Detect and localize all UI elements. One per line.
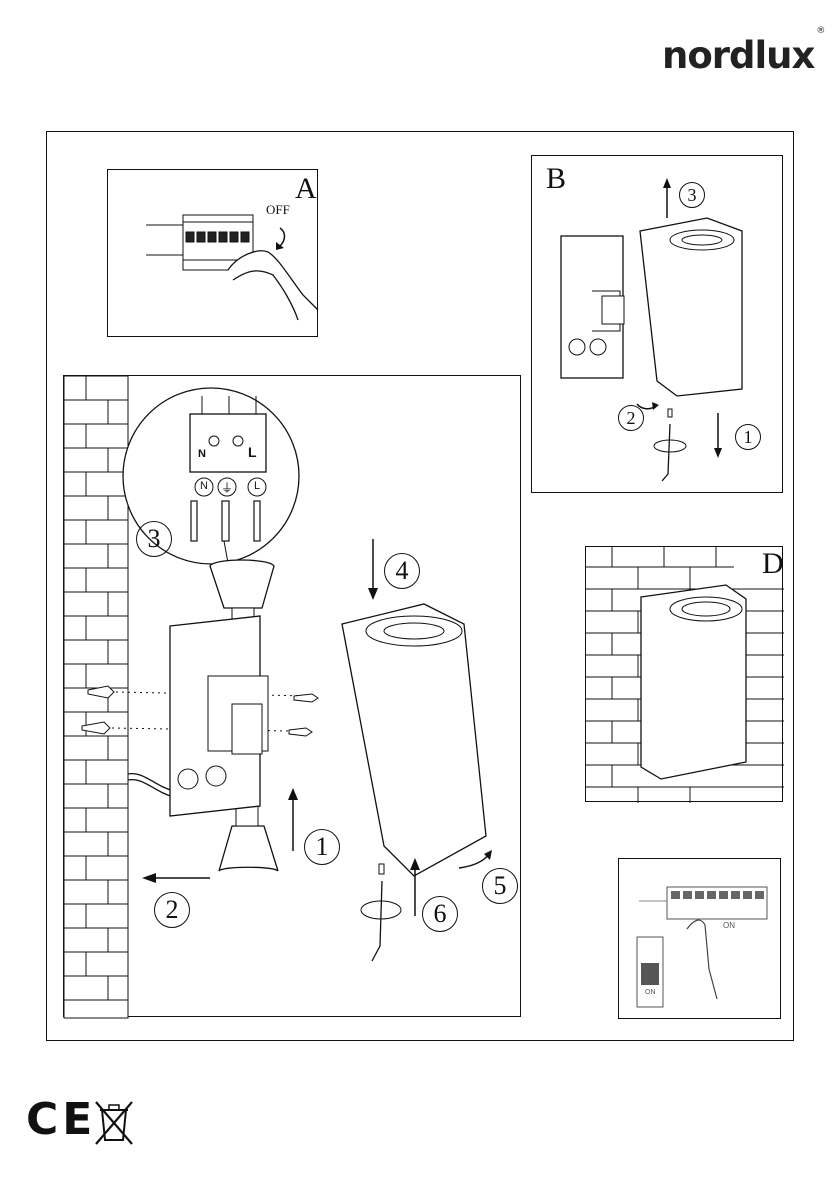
on-label: ON bbox=[723, 921, 735, 930]
symbol-earth: ⏚ bbox=[221, 479, 233, 496]
panel-a: A OFF bbox=[107, 169, 318, 337]
panel-e: ON ON bbox=[618, 858, 781, 1019]
panel-b-step-1: 1 bbox=[735, 424, 761, 450]
weee-bin-icon bbox=[94, 1100, 134, 1146]
terminal-l-label: L bbox=[248, 444, 257, 460]
brand-name: nordlux bbox=[662, 34, 814, 77]
panel-d-label: D bbox=[762, 547, 784, 581]
symbol-l: L bbox=[254, 480, 260, 492]
panel-c-step-3: 3 bbox=[136, 521, 172, 557]
panel-c-step-1: 1 bbox=[304, 829, 340, 865]
panel-c: N L N ⏚ L 3 4 1 5 2 6 bbox=[63, 375, 521, 1017]
panel-c-step-6: 6 bbox=[422, 896, 458, 932]
switch-on-label: ON bbox=[645, 989, 656, 996]
panel-c-step-5: 5 bbox=[482, 868, 518, 904]
panel-d-illustration bbox=[586, 547, 784, 803]
brand-logo: nordlux® bbox=[662, 34, 822, 77]
panel-c-step-4: 4 bbox=[384, 553, 420, 589]
registered-mark: ® bbox=[816, 26, 824, 36]
symbol-n: N bbox=[200, 480, 208, 492]
breaker-hand-illustration bbox=[108, 170, 319, 338]
panel-d: D bbox=[585, 546, 783, 802]
breaker-on-illustration bbox=[619, 859, 782, 1020]
ce-mark-icon: CE bbox=[26, 1094, 96, 1145]
panel-b: B 3 2 1 bbox=[531, 155, 783, 493]
panel-b-step-2: 2 bbox=[618, 405, 644, 431]
panel-b-step-3: 3 bbox=[679, 182, 705, 208]
terminal-n-label: N bbox=[198, 448, 206, 460]
panel-c-step-2: 2 bbox=[154, 892, 190, 928]
